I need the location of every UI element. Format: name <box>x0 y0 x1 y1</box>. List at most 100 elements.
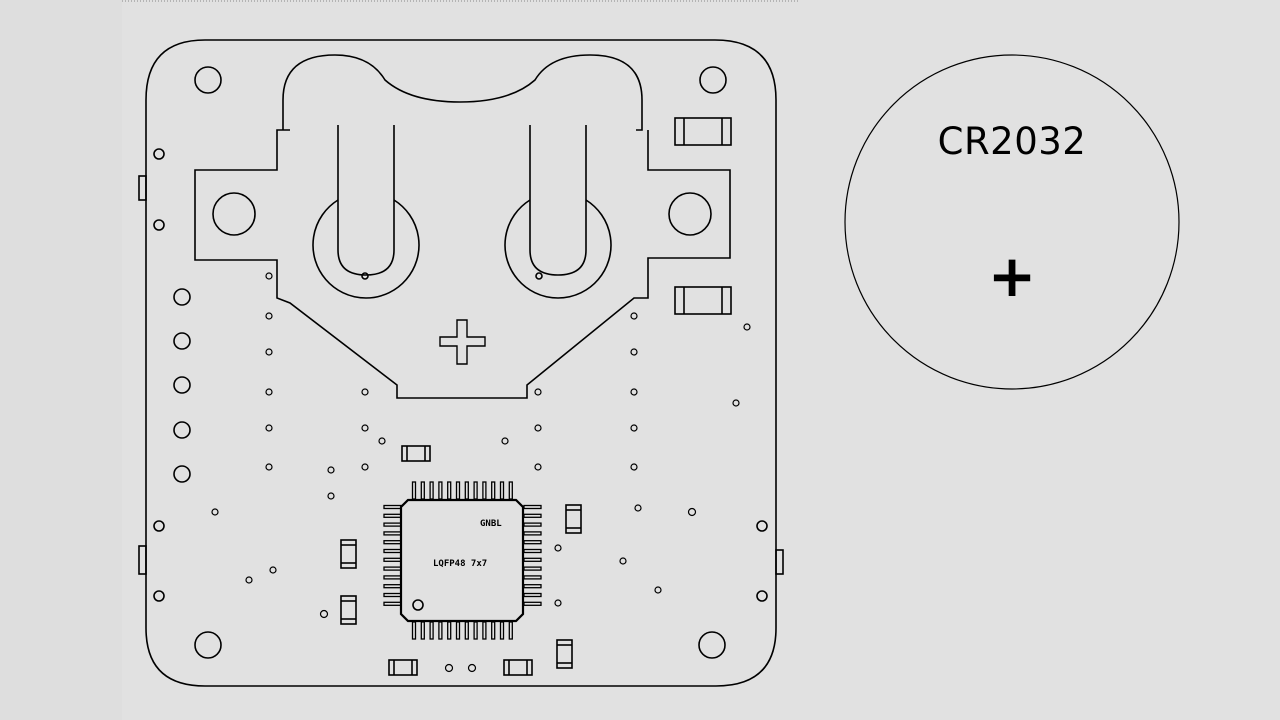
smd-component <box>401 445 431 462</box>
chip-pin <box>383 522 402 527</box>
chip-pin <box>482 481 487 500</box>
board-outline <box>145 39 777 687</box>
via <box>361 388 369 396</box>
header-pin <box>173 332 191 350</box>
via <box>467 663 477 673</box>
chip-pin <box>523 566 542 571</box>
via <box>245 576 253 584</box>
mounting-hole <box>699 66 727 94</box>
chip-pin <box>383 557 402 562</box>
via <box>378 437 386 445</box>
via <box>327 492 335 500</box>
via <box>444 663 454 673</box>
chip-pin <box>411 621 417 640</box>
chip-pin <box>383 531 402 536</box>
via <box>361 463 369 471</box>
via <box>630 348 638 356</box>
holder-screw-hole <box>212 192 256 236</box>
battery-label: CR2032 <box>937 120 1087 163</box>
via <box>732 399 740 407</box>
via <box>554 599 562 607</box>
chip-pin <box>429 481 434 500</box>
contact-ring <box>504 199 612 299</box>
via <box>361 272 369 280</box>
mounting-hole <box>698 631 726 659</box>
edge-pad <box>153 219 165 231</box>
chip-pin <box>447 481 452 500</box>
chip-pin <box>523 522 542 527</box>
via <box>687 507 697 517</box>
header-pin <box>173 288 191 306</box>
chip-pin <box>523 540 542 545</box>
chip-pin <box>464 621 469 640</box>
chip-body <box>399 498 525 623</box>
edge-pad <box>756 590 768 602</box>
mounting-hole <box>194 66 222 94</box>
chip-pin <box>523 584 542 589</box>
chip-pin <box>491 621 496 640</box>
chip-pin <box>523 601 542 606</box>
holder-plus-outline <box>439 319 486 365</box>
chip-package-label: LQFP48 7x7 <box>433 559 487 569</box>
via <box>619 557 627 565</box>
via <box>211 508 219 516</box>
via-group <box>211 272 751 673</box>
chip-pin <box>429 621 434 640</box>
chip-pin <box>420 481 425 500</box>
via <box>630 424 638 432</box>
chip-pin <box>438 621 443 640</box>
edge-tab <box>138 175 147 201</box>
via <box>534 424 542 432</box>
battery-outline <box>844 54 1180 390</box>
via <box>743 323 751 331</box>
chip-pin <box>523 557 542 562</box>
via <box>630 312 638 320</box>
chip-pin <box>383 566 402 571</box>
chip-pin <box>383 504 402 510</box>
smd-component <box>556 639 573 669</box>
via <box>634 504 642 512</box>
chip-pin <box>383 513 402 518</box>
via <box>630 463 638 471</box>
edge-tab <box>775 549 784 575</box>
chip-pin <box>383 540 402 545</box>
chip-pin <box>455 621 461 640</box>
chip-pin <box>491 481 496 500</box>
smd-component <box>503 659 533 676</box>
via <box>361 424 369 432</box>
via <box>534 388 542 396</box>
chip-pin <box>455 481 461 500</box>
edge-pad <box>153 520 165 532</box>
header-pin <box>173 376 191 394</box>
coin-holder-outline <box>194 54 731 399</box>
holder-screw-hole <box>668 192 712 236</box>
via <box>535 272 543 280</box>
chip-pin <box>523 548 542 554</box>
via <box>554 544 562 552</box>
pin1-marker <box>412 599 424 611</box>
via <box>265 388 273 396</box>
battery-polarity: + <box>988 242 1037 310</box>
via <box>630 388 638 396</box>
via <box>501 437 509 445</box>
via <box>265 348 273 356</box>
mounting-hole <box>194 631 222 659</box>
header-pin <box>173 421 191 439</box>
chip-pin <box>508 481 513 500</box>
slide-edge <box>0 0 122 720</box>
via <box>654 586 662 594</box>
chip-pin <box>482 621 487 640</box>
smd-component <box>340 595 357 625</box>
lqfp-chip: GNBL LQFP48 7x7 <box>383 481 542 640</box>
chip-pin <box>499 481 505 500</box>
chip-pin <box>383 592 402 598</box>
chip-pin <box>523 575 542 580</box>
edge-pad <box>153 148 165 160</box>
chip-pin <box>438 481 443 500</box>
smd-component <box>565 504 582 534</box>
chip-pin <box>523 531 542 536</box>
via <box>265 272 273 280</box>
via <box>265 424 273 432</box>
chip-pin <box>447 621 452 640</box>
